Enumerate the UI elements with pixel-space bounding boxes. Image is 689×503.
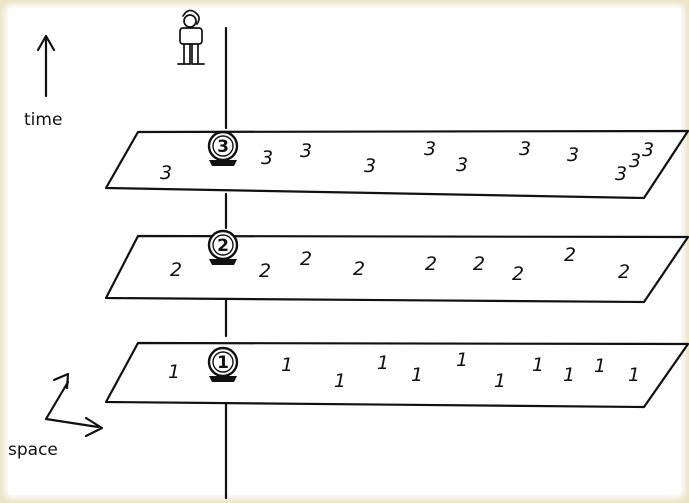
slice-2-mark: 2: [425, 253, 437, 275]
person-icon: [177, 9, 205, 65]
slice-2-mark: 2: [300, 248, 312, 270]
slice-2-mark: 2: [353, 258, 365, 280]
slice-1-mark: 1: [532, 354, 544, 376]
slice-3-mark: 3: [567, 144, 579, 166]
slice-3-mark: 3: [160, 162, 172, 184]
space-axes-icon: [44, 372, 104, 438]
slice-3-mark: 3: [642, 139, 654, 161]
slice-2-mark: 2: [259, 260, 271, 282]
clock-label-2: 2: [217, 236, 229, 256]
slice-3-mark: 3: [261, 147, 273, 169]
slice-1-mark: 1: [334, 370, 346, 392]
slice-3-mark: 3: [364, 155, 376, 177]
slice-1-mark: 1: [594, 355, 606, 377]
slice-1-mark: 1: [281, 354, 293, 376]
slice-2-mark: 2: [564, 244, 576, 266]
clock-label-1: 1: [217, 353, 229, 373]
slice-3-mark: 3: [629, 150, 641, 172]
clock-icon-3: 3: [207, 130, 239, 166]
slice-1-mark: 1: [628, 364, 640, 386]
slice-1-mark: 1: [456, 349, 468, 371]
clock-icon-1: 1: [207, 346, 239, 382]
slice-1-mark: 1: [168, 361, 180, 383]
slice-3-mark: 3: [300, 140, 312, 162]
clock-icon-2: 2: [207, 229, 239, 265]
time-arrow-icon: [36, 34, 56, 98]
slice-2-mark: 2: [170, 259, 182, 281]
slice-2-mark: 2: [473, 253, 485, 275]
slice-1-mark: 1: [411, 364, 423, 386]
slice-1-mark: 1: [377, 352, 389, 374]
slice-3-mark: 3: [519, 138, 531, 160]
clock-label-3: 3: [217, 137, 229, 157]
slice-2-mark: 2: [618, 261, 630, 283]
time-label: time: [24, 110, 62, 130]
slice-3-mark: 3: [424, 138, 436, 160]
slice-3-mark: 3: [615, 163, 627, 185]
slice-2-mark: 2: [512, 263, 524, 285]
slice-1-mark: 1: [563, 364, 575, 386]
space-label: space: [8, 440, 58, 460]
slice-plane-3: [104, 129, 689, 200]
slice-3-mark: 3: [456, 154, 468, 176]
slice-1-mark: 1: [494, 370, 506, 392]
slice-plane-2: [104, 234, 689, 304]
slice-plane-1: [104, 341, 689, 409]
